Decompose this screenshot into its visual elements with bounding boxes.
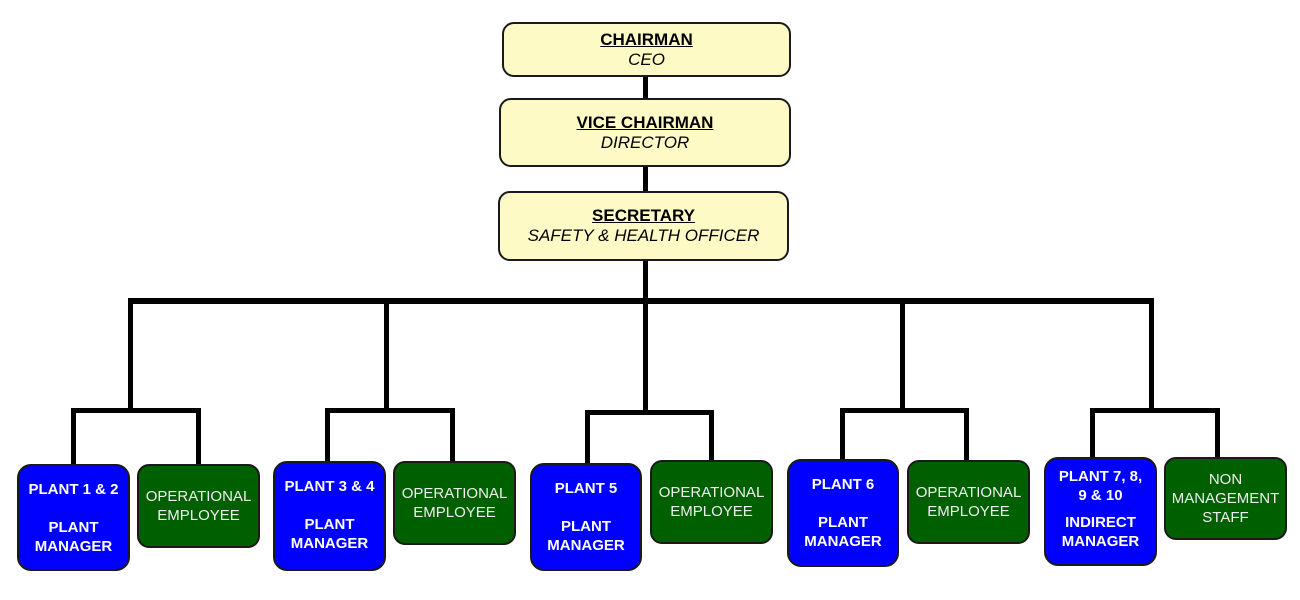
operational-employee-box-2: OPERATIONAL EMPLOYEE bbox=[393, 461, 516, 545]
plant-6-manager-box: PLANT 6 PLANT MANAGER bbox=[787, 459, 899, 567]
staff-line2: EMPLOYEE bbox=[927, 503, 1010, 520]
manager-role-line1: PLANT bbox=[48, 519, 99, 536]
manager-role-line2: MANAGER bbox=[547, 537, 625, 554]
leg-manager-2 bbox=[325, 408, 330, 462]
staff-line1: OPERATIONAL bbox=[658, 484, 765, 501]
manager-plant-label: PLANT 6 bbox=[811, 476, 875, 493]
non-management-staff-box: NON MANAGEMENT STAFF bbox=[1164, 457, 1287, 540]
operational-employee-box-1: OPERATIONAL EMPLOYEE bbox=[137, 464, 260, 548]
manager-plant-label: PLANT 5 bbox=[554, 480, 618, 497]
chairman-role: CEO bbox=[628, 49, 665, 69]
leg-staff-1 bbox=[196, 408, 201, 465]
staff-line2: EMPLOYEE bbox=[413, 504, 496, 521]
main-bus-line bbox=[128, 298, 1154, 304]
vice-chairman-box: VICE CHAIRMAN DIRECTOR bbox=[499, 98, 791, 167]
plant-3-4-manager-box: PLANT 3 & 4 PLANT MANAGER bbox=[273, 461, 386, 571]
manager-role-line1: PLANT bbox=[818, 514, 868, 531]
drop-branch-5 bbox=[1149, 298, 1154, 411]
sub-bus-branch-2 bbox=[325, 408, 455, 413]
chairman-box: CHAIRMAN CEO bbox=[502, 22, 791, 77]
leg-manager-3 bbox=[585, 410, 590, 464]
staff-line1: NON bbox=[1208, 471, 1243, 488]
sub-bus-branch-4 bbox=[840, 408, 969, 413]
staff-line2: MANAGEMENT bbox=[1171, 490, 1280, 507]
manager-role-line1: INDIRECT bbox=[1065, 514, 1136, 531]
sub-bus-branch-3 bbox=[585, 410, 714, 415]
staff-line2: EMPLOYEE bbox=[157, 507, 240, 524]
leg-staff-5 bbox=[1215, 408, 1220, 459]
connector-chairman-vice bbox=[643, 76, 648, 99]
plant-5-manager-box: PLANT 5 PLANT MANAGER bbox=[530, 463, 642, 571]
secretary-title: SECRETARY bbox=[592, 206, 695, 225]
chairman-title: CHAIRMAN bbox=[600, 29, 693, 49]
staff-line1: OPERATIONAL bbox=[145, 488, 252, 505]
operational-employee-box-4: OPERATIONAL EMPLOYEE bbox=[907, 460, 1030, 544]
connector-secretary-bus bbox=[643, 260, 648, 302]
operational-employee-box-3: OPERATIONAL EMPLOYEE bbox=[650, 460, 773, 544]
secretary-box: SECRETARY SAFETY & HEALTH OFFICER bbox=[498, 191, 789, 261]
plant-7-10-indirect-manager-box: PLANT 7, 8, 9 & 10 INDIRECT MANAGER bbox=[1044, 457, 1157, 566]
leg-manager-1 bbox=[71, 408, 76, 465]
secretary-role: SAFETY & HEALTH OFFICER bbox=[527, 226, 760, 245]
leg-staff-3 bbox=[709, 410, 714, 462]
sub-bus-branch-1 bbox=[71, 408, 201, 413]
manager-role-line2: MANAGER bbox=[1061, 533, 1140, 550]
manager-role-line2: MANAGER bbox=[34, 538, 113, 555]
sub-bus-branch-5 bbox=[1090, 408, 1220, 413]
plant-1-2-manager-box: PLANT 1 & 2 PLANT MANAGER bbox=[17, 464, 130, 571]
manager-plant-label: PLANT 7, 8, bbox=[1058, 468, 1143, 485]
manager-plant-label: PLANT 3 & 4 bbox=[284, 478, 375, 495]
manager-role-line1: PLANT bbox=[304, 516, 355, 533]
staff-line3: STAFF bbox=[1202, 509, 1249, 526]
drop-branch-2 bbox=[384, 298, 389, 411]
manager-role-line1: PLANT bbox=[561, 518, 611, 535]
staff-line1: OPERATIONAL bbox=[401, 485, 508, 502]
leg-manager-4 bbox=[840, 408, 845, 461]
manager-role-line2: MANAGER bbox=[290, 535, 369, 552]
drop-branch-1 bbox=[128, 298, 133, 411]
staff-line2: EMPLOYEE bbox=[670, 503, 753, 520]
manager-plant-label-cont: 9 & 10 bbox=[1078, 487, 1123, 504]
manager-plant-label: PLANT 1 & 2 bbox=[28, 481, 119, 498]
drop-branch-4 bbox=[900, 298, 905, 411]
leg-manager-5 bbox=[1090, 408, 1095, 459]
leg-staff-2 bbox=[450, 408, 455, 462]
manager-role-line2: MANAGER bbox=[804, 533, 882, 550]
vice-chairman-role: DIRECTOR bbox=[600, 132, 690, 152]
leg-staff-4 bbox=[964, 408, 969, 461]
connector-vice-secretary bbox=[643, 166, 648, 192]
drop-branch-3 bbox=[643, 298, 648, 411]
vice-chairman-title: VICE CHAIRMAN bbox=[576, 112, 714, 132]
staff-line1: OPERATIONAL bbox=[915, 484, 1022, 501]
